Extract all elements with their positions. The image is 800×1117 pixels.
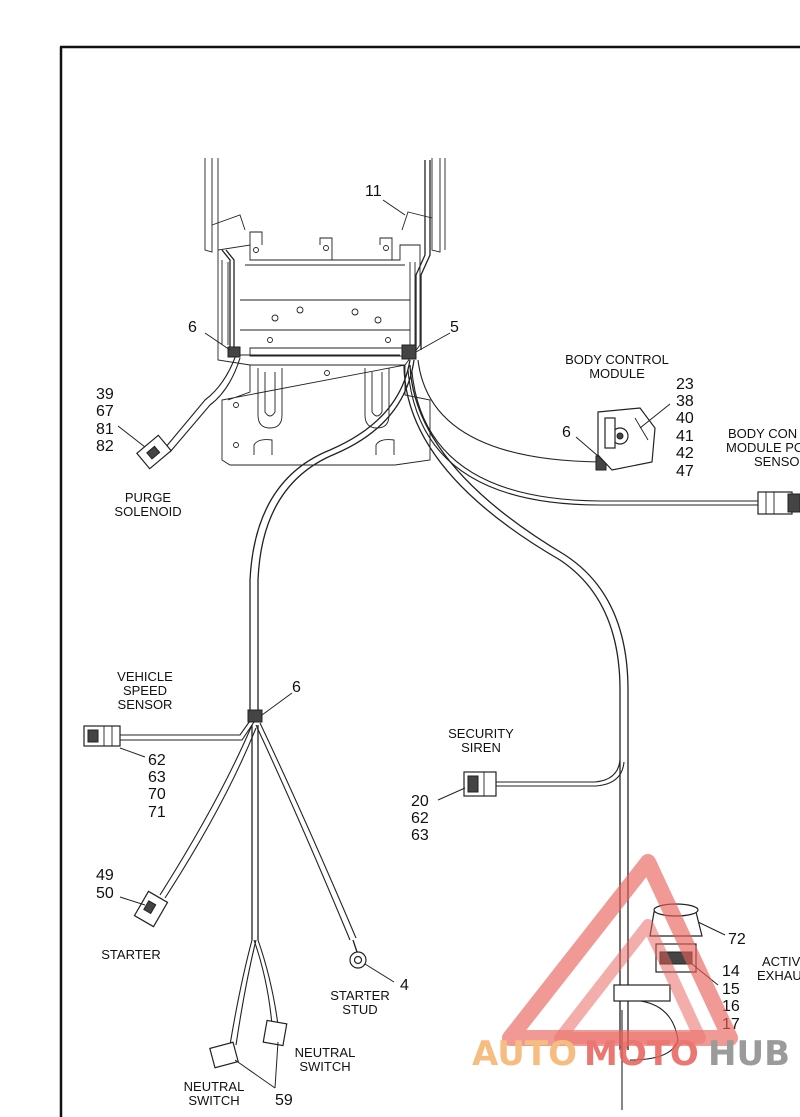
starter-connector <box>133 890 169 928</box>
body-control-module <box>597 407 656 471</box>
neutral-right-label-line1: NEUTRAL <box>295 1045 356 1060</box>
bcm-pos-sensor-connector <box>757 491 800 515</box>
watermark-text-moto: MOTO <box>584 1034 699 1074</box>
bcm-part-41: 41 <box>676 428 694 445</box>
callout-6-bcm: 6 <box>562 424 571 441</box>
starter-part-49: 49 <box>96 867 114 884</box>
callout-6-top: 6 <box>188 319 197 336</box>
clip-6-top <box>227 346 241 358</box>
stud-label-line1: STARTER <box>330 988 389 1003</box>
exhaust-label-line1: ACTIV <box>762 954 800 969</box>
bcm-pos-label-line1: BODY CON <box>728 426 797 441</box>
siren-label-line2: SIREN <box>461 740 501 755</box>
watermark-text-auto: AUTO <box>472 1034 577 1074</box>
purge-part-67: 67 <box>96 403 114 420</box>
purge-part-81: 81 <box>96 421 114 438</box>
exhaust-part-16: 16 <box>722 998 740 1015</box>
vss-label-line3: SENSOR <box>118 697 173 712</box>
harness-clips <box>227 344 607 723</box>
starter-label: STARTER <box>101 947 160 962</box>
vss-part-71: 71 <box>148 804 166 821</box>
part-72: 72 <box>728 931 746 948</box>
purge-part-39: 39 <box>96 386 114 403</box>
vss-part-62: 62 <box>148 752 166 769</box>
purge-label-line1: PURGE <box>125 490 172 505</box>
leader-lines <box>117 199 726 1089</box>
neutral-left-label-line1: NEUTRAL <box>184 1079 245 1094</box>
starter-part-50: 50 <box>96 885 114 902</box>
bcm-part-23: 23 <box>676 376 694 393</box>
bcm-label-line1: BODY CONTROL <box>565 352 669 367</box>
stud-label-line2: STUD <box>342 1002 377 1017</box>
neutral-right-label-line2: SWITCH <box>299 1059 350 1074</box>
purge-label-line2: SOLENOID <box>114 504 181 519</box>
harness-wires <box>120 160 760 1110</box>
security-siren-connector <box>463 771 497 797</box>
neutral-part-59: 59 <box>275 1092 293 1109</box>
watermark-text-hub: HUB <box>708 1034 790 1074</box>
bcm-part-38: 38 <box>676 393 694 410</box>
exhaust-label-line2: EXHAU <box>757 968 800 983</box>
bcm-part-42: 42 <box>676 445 694 462</box>
bcm-part-40: 40 <box>676 410 694 427</box>
vss-label-line1: VEHICLE <box>117 669 173 684</box>
vss-part-70: 70 <box>148 786 166 803</box>
vss-part-63: 63 <box>148 769 166 786</box>
siren-label-line1: SECURITY <box>448 726 514 741</box>
callout-5: 5 <box>450 319 459 336</box>
bcm-pos-label-line3: SENSO <box>754 454 800 469</box>
siren-part-63: 63 <box>411 827 429 844</box>
siren-part-62: 62 <box>411 810 429 827</box>
stud-part-4: 4 <box>400 977 409 994</box>
watermark-logo: AUTO MOTO HUB <box>472 854 790 1074</box>
neutral-left-label-line2: SWITCH <box>188 1093 239 1108</box>
page-frame <box>59 45 800 1117</box>
clip-5 <box>401 344 417 360</box>
vss-label-line2: SPEED <box>123 683 167 698</box>
bcm-label-line2: MODULE <box>589 366 645 381</box>
exhaust-part-14: 14 <box>722 963 740 980</box>
purge-solenoid-connector <box>136 434 172 470</box>
component-labels: 11 6 5 6 6 BODY CONTROL MODULE 23 38 40 … <box>96 183 800 1109</box>
exhaust-part-15: 15 <box>722 981 740 998</box>
neutral-switch-connectors <box>209 1019 288 1069</box>
siren-part-20: 20 <box>411 793 429 810</box>
frame-bracket <box>204 158 446 466</box>
bcm-part-47: 47 <box>676 463 694 480</box>
bcm-pos-label-line2: MODULE PO <box>726 440 800 455</box>
callout-11: 11 <box>365 183 382 200</box>
starter-stud-ring-terminal <box>349 939 367 969</box>
vehicle-speed-sensor-connector <box>83 725 121 747</box>
purge-part-82: 82 <box>96 438 114 455</box>
callout-6-mid: 6 <box>292 679 301 696</box>
clip-6-mid <box>247 709 263 723</box>
